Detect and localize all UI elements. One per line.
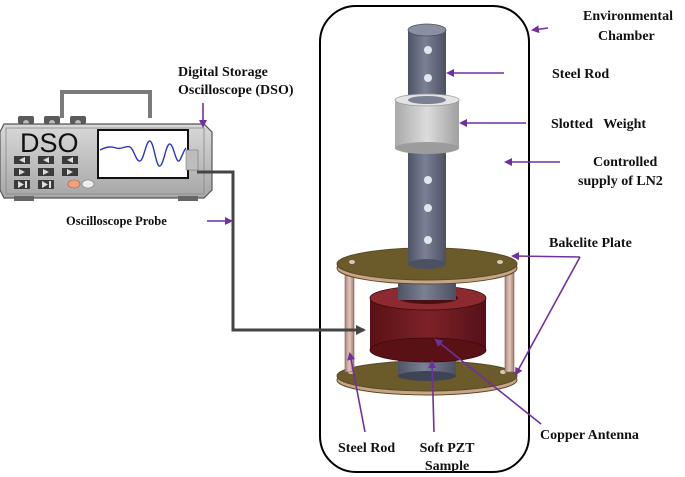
- label-slotted-weight: Slotted Weight: [551, 117, 646, 132]
- label-dso-line2: Oscilloscope (DSO): [178, 83, 294, 98]
- label-copper-antenna: Copper Antenna: [540, 428, 639, 443]
- dso-screen: [97, 129, 189, 179]
- label-oscilloscope-probe: Oscilloscope Probe: [66, 214, 167, 228]
- dso-control-buttons: [14, 156, 95, 189]
- dso-label: DSO: [20, 128, 79, 158]
- label-soft-pzt-line1: Soft PZT: [420, 441, 476, 456]
- label-environmental-chamber-line2: Chamber: [598, 29, 655, 44]
- label-dso-line1: Digital Storage: [178, 65, 268, 80]
- digital-storage-oscilloscope: DSO: [0, 90, 213, 201]
- label-environmental-chamber-line1: Environmental: [583, 9, 673, 24]
- oscilloscope-probe-wire: [197, 170, 366, 335]
- label-controlled-supply-line2: supply of LN2: [578, 174, 663, 189]
- label-steel-rod-top: Steel Rod: [552, 67, 609, 82]
- label-soft-pzt-line2: Sample: [425, 459, 469, 474]
- annotation-arrows: [199, 25, 581, 433]
- label-bakelite-plate: Bakelite Plate: [549, 236, 632, 251]
- label-steel-rod-bottom: Steel Rod: [338, 441, 395, 456]
- slotted-weight: [394, 93, 460, 154]
- label-controlled-supply-line1: Controlled: [593, 155, 658, 170]
